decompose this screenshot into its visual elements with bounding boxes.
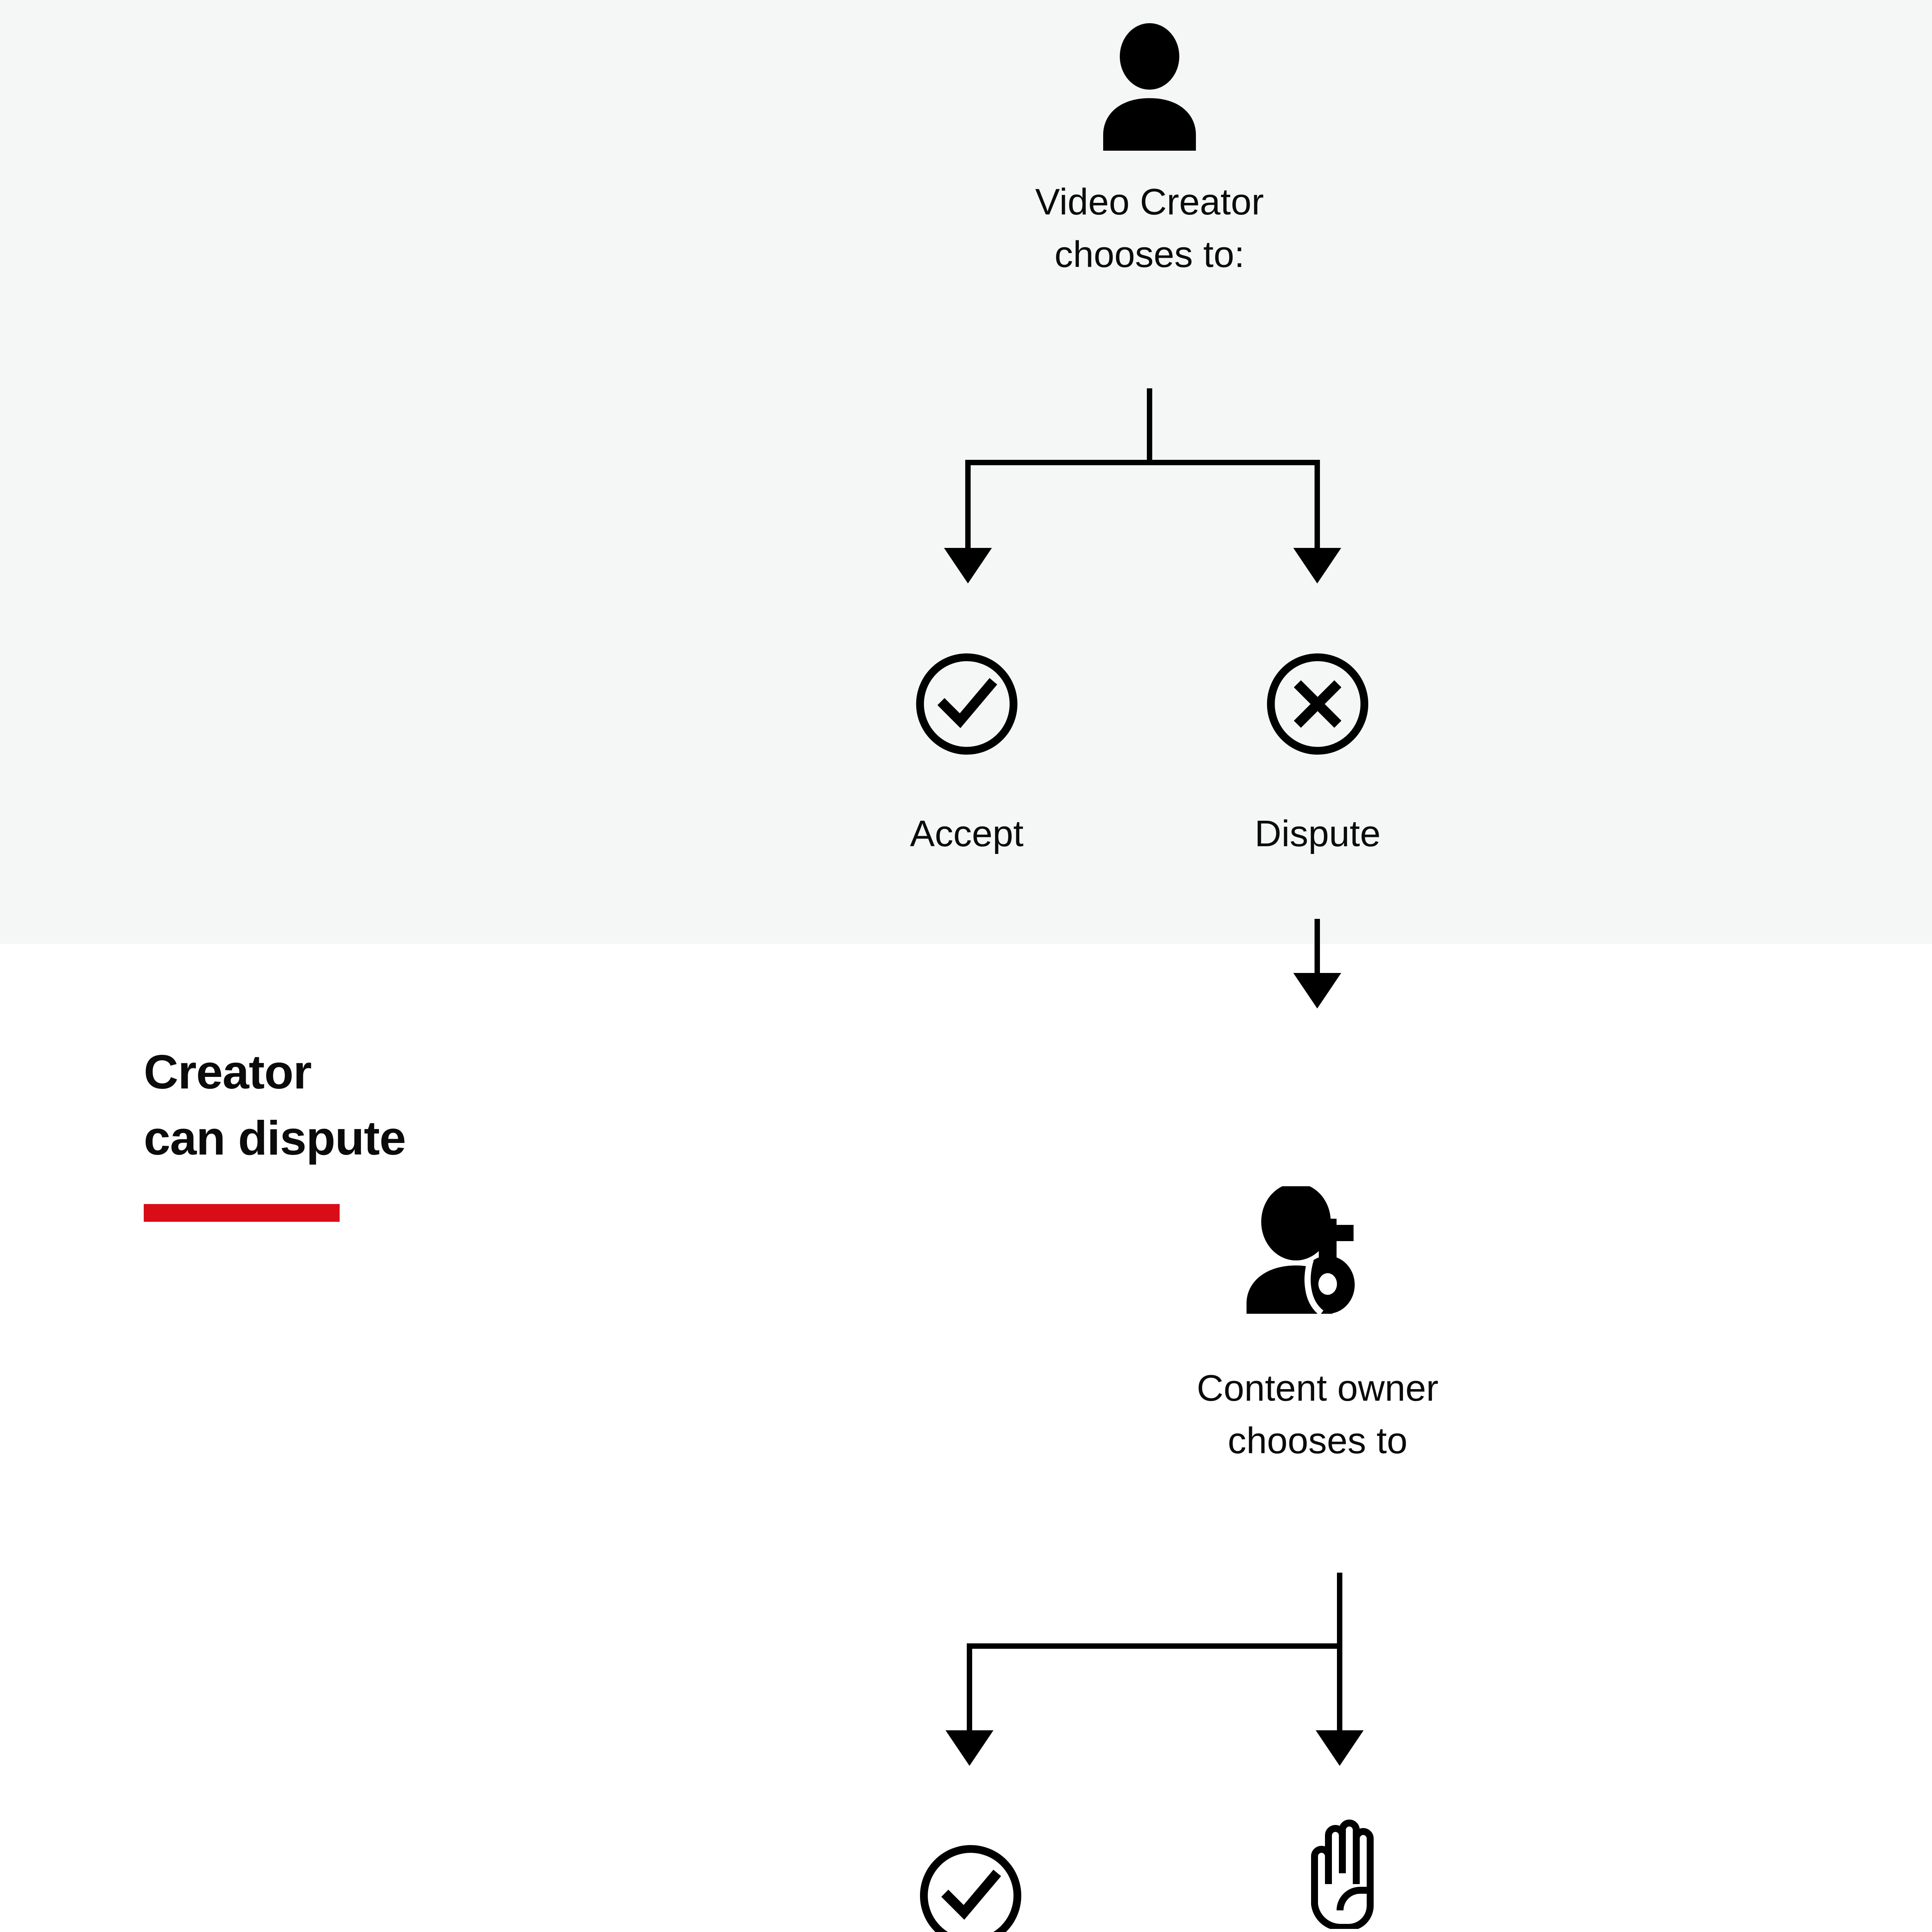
connector-to-accept-line bbox=[965, 460, 971, 553]
check-circle-icon bbox=[916, 653, 1018, 755]
connector-creator-split-bar bbox=[965, 460, 1320, 465]
label-video-creator: Video Creator chooses to: bbox=[1035, 181, 1264, 276]
connector-to-release-arrowhead bbox=[946, 1730, 993, 1766]
connector-owner-stem bbox=[1337, 1573, 1342, 1647]
connector-dispute-to-owner-line bbox=[1315, 919, 1320, 978]
open-hand-stop-icon bbox=[1311, 1820, 1374, 1929]
node-content-owner bbox=[1243, 1186, 1389, 1314]
connector-to-dispute-arrowhead bbox=[1293, 548, 1341, 583]
connector-dispute-to-owner-arrowhead bbox=[1293, 973, 1341, 1009]
node-dispute bbox=[1262, 648, 1373, 760]
connector-to-uphold-arrowhead bbox=[1316, 1730, 1364, 1766]
node-accept bbox=[911, 648, 1022, 760]
label-content-owner: Content owner chooses to bbox=[1197, 1367, 1439, 1462]
person-icon bbox=[1103, 23, 1196, 151]
connector-to-uphold-line bbox=[1337, 1643, 1342, 1735]
section-heading-rule bbox=[144, 1204, 340, 1222]
section-heading-block: Creator can dispute bbox=[144, 1039, 801, 1222]
connector-to-accept-arrowhead bbox=[944, 548, 992, 583]
node-video-creator bbox=[1090, 23, 1209, 151]
x-circle-icon bbox=[1267, 653, 1369, 755]
node-uphold-claim bbox=[1298, 1813, 1383, 1929]
label-accept: Accept bbox=[910, 813, 1024, 854]
connector-owner-split-bar bbox=[967, 1643, 1342, 1649]
section-heading: Creator can dispute bbox=[144, 1046, 406, 1165]
check-circle-icon bbox=[920, 1845, 1022, 1932]
label-dispute: Dispute bbox=[1254, 813, 1381, 854]
connector-to-release-line bbox=[967, 1643, 972, 1735]
connector-to-dispute-line bbox=[1315, 460, 1320, 553]
node-release-claim bbox=[915, 1840, 1026, 1932]
person-with-key-icon bbox=[1247, 1186, 1355, 1314]
connector-creator-stem bbox=[1147, 388, 1152, 463]
